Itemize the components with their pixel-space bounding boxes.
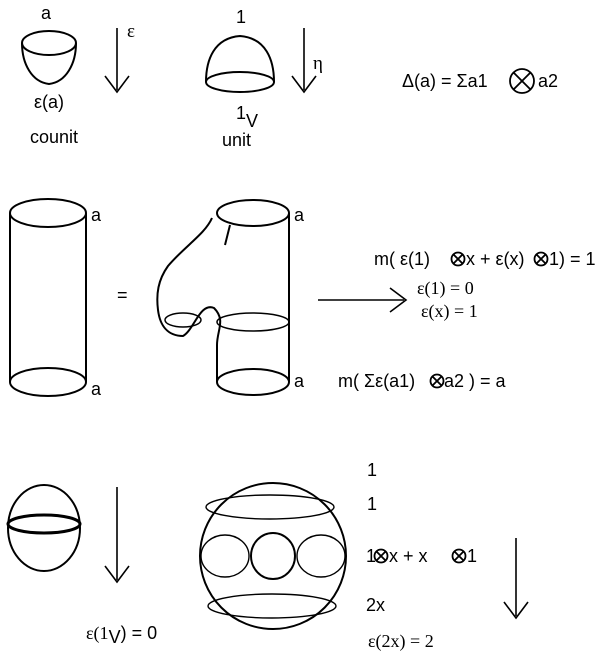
counit-identity-post: 1) = 1 [549,249,596,269]
torus-level-3-a: 1 [366,546,377,566]
counit-caption: counit [30,127,79,147]
torus-arrow-head [503,601,529,620]
counit-cup-shape [21,30,77,86]
unit-caption: unit [222,130,252,150]
epsilon-of-x: ε(x) = 1 [421,301,478,321]
equals-sign: = [117,285,128,305]
bent-tube-shape [156,199,290,396]
tube-bottom-label: a [294,371,305,391]
counit-axiom-post: a2 ) = a [444,371,506,391]
sphere-shape [6,484,82,572]
torus-level-3-c: 1 [467,546,478,566]
counit-top-label: a [41,3,52,23]
unit-top-label: 1 [236,7,247,27]
tensor-circle-m3 [429,373,445,389]
torus-level-2: 1 [367,494,378,514]
sphere-result-sub: V [108,627,121,647]
coproduct-formula-tail: a2 [538,71,559,91]
torus-shape [199,482,347,630]
tensor-circle-b2 [451,548,467,564]
counit-identity-pre: m( ε(1) [374,249,431,269]
tube-top-label: a [294,205,305,225]
tensor-circle-m1 [450,251,466,267]
sphere-result-label: ε(1V) = 0 [86,623,158,646]
cylinder-shape [9,198,87,397]
cylinder-top-label: a [91,205,102,225]
unit-arrow-head [291,75,317,94]
counit-arrow-head [104,75,130,94]
tensor-circle-coproduct [509,68,535,94]
counit-axiom-pre: m( Σε(a1) [338,371,416,391]
counit-arrow-label: ε [127,21,135,42]
counit-result-label: ε(a) [34,92,65,112]
unit-result-sub: V [246,111,259,131]
tensor-circle-b1 [373,548,389,564]
unit-arrow-label: η [313,53,323,74]
counit-identity-mid: x + ε(x) [466,249,525,269]
tensor-circle-m2 [533,251,549,267]
unit-result-main: 1 [236,103,247,123]
sphere-arrow-head [104,565,130,584]
sphere-result-pre: ε(1 [86,623,109,643]
epsilon-of-one: ε(1) = 0 [417,278,474,298]
torus-result-label: ε(2x) = 2 [368,631,434,651]
torus-level-1: 1 [367,460,378,480]
middle-arrow-head [389,287,408,313]
coproduct-formula: Δ(a) = Σa1 [402,71,488,91]
sphere-result-post: ) = 0 [120,623,158,643]
unit-cap-shape [205,34,275,93]
unit-result-label: 1V [236,104,258,130]
torus-level-3-b: x + x [389,546,428,566]
torus-level-4: 2x [366,595,386,615]
cylinder-bottom-label: a [91,379,102,399]
